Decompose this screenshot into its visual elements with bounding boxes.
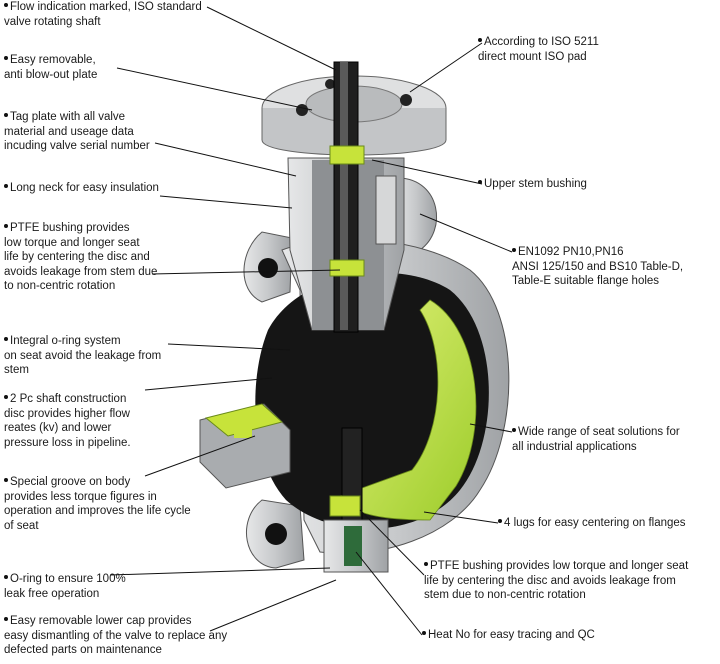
ptfe-bushing-upper (329, 259, 365, 277)
callout-line: Easy removable lower cap provides (10, 615, 192, 627)
callout-line: 2 Pc shaft construction (10, 393, 127, 405)
bullet-icon (478, 180, 482, 184)
callout-line: on seat avoid the leakage from (4, 349, 162, 362)
callout-line: easy dismantling of the valve to replace… (4, 629, 228, 642)
callout-line: EN1092 PN10,PN16 (518, 246, 624, 258)
callout-flange-holes: EN1092 PN10,PN16 ANSI 125/150 and BS10 T… (512, 245, 683, 289)
bullet-icon (4, 575, 8, 579)
bullet-icon (4, 224, 8, 228)
callout-line: avoids leakage from stem due (4, 265, 158, 278)
bullet-icon (4, 56, 8, 60)
callout-line: stem due to non-centric rotation (424, 589, 586, 601)
bullet-icon (4, 184, 8, 188)
callout-flow-indication: Flow indication marked, ISO standard val… (4, 0, 202, 29)
tag-plate (375, 175, 397, 245)
callout-line: Easy removable, (10, 54, 96, 66)
bottom-cap (323, 519, 389, 573)
callout-line: PTFE bushing provides (10, 222, 130, 234)
bullet-icon (4, 113, 8, 117)
callout-lower-cap: Easy removable lower cap provides easy d… (4, 614, 227, 658)
callout-line: Integral o-ring system (10, 335, 121, 347)
callout-anti-blow-out-plate: Easy removable, anti blow-out plate (4, 53, 97, 82)
callout-line: defected parts on maintenance (4, 644, 162, 656)
callout-line: disc provides higher flow (4, 407, 130, 420)
callout-line: According to ISO 5211 (484, 36, 599, 48)
callout-line: ANSI 125/150 and BS10 Table-D, (512, 260, 684, 273)
bullet-icon (4, 617, 8, 621)
callout-line: life by centering the disc and (4, 251, 150, 263)
callout-line: of seat (4, 519, 39, 532)
callout-ptfe-bushing-left: PTFE bushing provides low torque and lon… (4, 221, 157, 294)
callout-4-lugs: 4 lugs for easy centering on flanges (498, 516, 686, 531)
bullet-icon (422, 631, 426, 635)
callout-line: life by centering the disc and avoids le… (424, 574, 676, 587)
bullet-icon (512, 248, 516, 252)
callout-tag-plate: Tag plate with all valve material and us… (4, 110, 150, 154)
callout-line: pressure loss in pipeline. (4, 436, 131, 449)
callout-line: Upper stem bushing (484, 178, 587, 190)
callout-line: anti blow-out plate (4, 68, 98, 81)
callout-line: Table-E suitable flange holes (512, 275, 660, 287)
callout-seat-solutions: Wide range of seat solutions for all ind… (512, 425, 680, 454)
bullet-icon (498, 519, 502, 523)
callout-line: operation and improves the life cycle (4, 505, 191, 517)
callout-ptfe-bushing-right: PTFE bushing provides low torque and lon… (424, 559, 688, 603)
ptfe-bushing-lower (329, 495, 361, 517)
callout-leader-lines (109, 6, 513, 636)
callout-line: 4 lugs for easy centering on flanges (504, 517, 686, 529)
callout-2pc-shaft: 2 Pc shaft construction disc provides hi… (4, 392, 131, 450)
callout-line: to non-centric rotation (4, 280, 116, 292)
callout-line: direct mount ISO pad (478, 50, 587, 63)
callout-heat-no: Heat No for easy tracing and QC (422, 628, 595, 643)
callout-line: incuding valve serial number (4, 140, 150, 152)
callout-line: valve rotating shaft (4, 15, 101, 28)
bullet-icon (4, 478, 8, 482)
bullet-icon (478, 38, 482, 42)
callout-line: material and useage data (4, 125, 134, 138)
callout-line: Heat No for easy tracing and QC (428, 629, 595, 641)
bullet-icon (424, 562, 428, 566)
callout-line: Tag plate with all valve (10, 111, 126, 123)
heat-number-plate (344, 526, 362, 566)
cut-seat-section (199, 403, 291, 489)
callout-line: Wide range of seat solutions for (518, 426, 680, 438)
callout-line: stem (4, 364, 29, 376)
callout-integral-o-ring: Integral o-ring system on seat avoid the… (4, 334, 161, 378)
callout-line: Long neck for easy insulation (10, 182, 159, 194)
bullet-icon (512, 428, 516, 432)
bullet-icon (4, 337, 8, 341)
callout-line: Flow indication marked, ISO standard (10, 1, 202, 13)
callout-line: O-ring to ensure 100% (10, 573, 126, 585)
callout-line: low torque and longer seat (4, 236, 140, 249)
callout-line: all industrial applications (512, 440, 637, 453)
callout-line: leak free operation (4, 587, 100, 600)
callout-iso-pad: According to ISO 5211 direct mount ISO p… (478, 35, 599, 64)
callout-line: Special groove on body (10, 476, 131, 488)
callout-line: provides less torque figures in (4, 490, 157, 503)
callout-long-neck: Long neck for easy insulation (4, 181, 159, 196)
upper-stem-bushing (329, 145, 365, 165)
callout-o-ring-leak-free: O-ring to ensure 100% leak free operatio… (4, 572, 126, 601)
callout-line: reates (kv) and lower (4, 422, 112, 434)
callout-line: PTFE bushing provides low torque and lon… (430, 560, 689, 572)
bullet-icon (4, 395, 8, 399)
callout-special-groove: Special groove on body provides less tor… (4, 475, 191, 533)
valve-shaft (329, 61, 365, 529)
callout-upper-stem-bushing: Upper stem bushing (478, 177, 587, 192)
bullet-icon (4, 3, 8, 7)
